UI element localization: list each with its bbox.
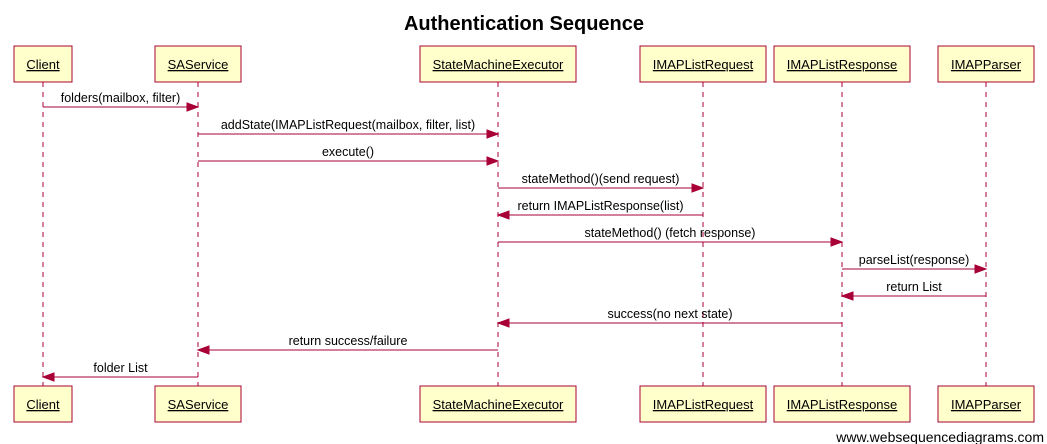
arrowhead-icon [840, 291, 854, 301]
message-11: folder List [41, 361, 198, 382]
message-2: addState(IMAPListRequest(mailbox, filter… [198, 118, 500, 139]
message-label: folders(mailbox, filter) [61, 91, 180, 105]
message-10: return success/failure [196, 334, 498, 355]
participant-label: IMAPListRequest [653, 57, 754, 72]
participant-parser-top: IMAPParser [937, 45, 1035, 83]
participant-resp-top: IMAPListResponse [773, 45, 911, 83]
arrowhead-icon [496, 318, 510, 328]
participant-client-top: Client [13, 45, 73, 83]
message-label: execute() [322, 145, 374, 159]
message-6: stateMethod() (fetch response) [498, 226, 844, 247]
watermark: www.websequencediagrams.com [835, 429, 1044, 444]
participant-box [154, 385, 242, 423]
messages: folders(mailbox, filter) addState(IMAPLis… [41, 91, 988, 382]
participant-box [773, 45, 911, 83]
participant-label: IMAPListResponse [787, 397, 898, 412]
participant-box [13, 385, 73, 423]
participant-box [639, 45, 767, 83]
lifelines [42, 82, 987, 386]
participant-box [773, 385, 911, 423]
message-label: stateMethod() (fetch response) [585, 226, 756, 240]
participant-label: IMAPListRequest [653, 397, 754, 412]
participant-box [639, 385, 767, 423]
message-9: success(no next state) [496, 307, 842, 328]
message-4: stateMethod()(send request) [498, 172, 705, 193]
participant-resp-bottom: IMAPListResponse [773, 385, 911, 423]
participant-box [419, 385, 577, 423]
participant-box [937, 385, 1035, 423]
arrowhead-icon [691, 183, 705, 193]
participant-label: StateMachineExecutor [433, 57, 564, 72]
participant-parser-bottom: IMAPParser [937, 385, 1035, 423]
participant-label: SAService [168, 57, 229, 72]
diagram-title: Authentication Sequence [404, 13, 644, 35]
message-label: stateMethod()(send request) [522, 172, 680, 186]
participant-req-bottom: IMAPListRequest [639, 385, 767, 423]
message-7: parseList(response) [842, 253, 988, 274]
participant-label: IMAPParser [951, 57, 1022, 72]
message-3: execute() [198, 145, 500, 166]
participant-box [419, 45, 577, 83]
participant-label: IMAPParser [951, 397, 1022, 412]
arrowhead-icon [486, 129, 500, 139]
message-8: return List [840, 280, 986, 301]
arrowhead-icon [974, 264, 988, 274]
participant-box [154, 45, 242, 83]
message-5: return IMAPListResponse(list) [496, 199, 703, 220]
participant-label: IMAPListResponse [787, 57, 898, 72]
message-label: addState(IMAPListRequest(mailbox, filter… [221, 118, 475, 132]
participant-label: StateMachineExecutor [433, 397, 564, 412]
participant-box [13, 45, 73, 83]
participant-saservice-top: SAService [154, 45, 242, 83]
participant-label: Client [26, 57, 60, 72]
participant-label: Client [26, 397, 60, 412]
message-label: folder List [93, 361, 148, 375]
participant-saservice-bottom: SAService [154, 385, 242, 423]
arrowhead-icon [830, 237, 844, 247]
message-label: return List [886, 280, 942, 294]
message-label: parseList(response) [859, 253, 969, 267]
arrowhead-icon [41, 372, 55, 382]
message-label: return success/failure [289, 334, 408, 348]
participant-sme-top: StateMachineExecutor [419, 45, 577, 83]
participant-client-bottom: Client [13, 385, 73, 423]
arrowhead-icon [496, 210, 510, 220]
arrowhead-icon [196, 345, 210, 355]
participant-req-top: IMAPListRequest [639, 45, 767, 83]
arrowhead-icon [186, 102, 200, 112]
participant-box [937, 45, 1035, 83]
message-label: success(no next state) [607, 307, 732, 321]
participant-sme-bottom: StateMachineExecutor [419, 385, 577, 423]
participants-bottom: Client SAService StateMachineExecutor IMAPL… [13, 385, 1035, 423]
message-label: return IMAPListResponse(list) [517, 199, 683, 213]
participants-top: Client SAService StateMachineExecutor IMAPL… [13, 45, 1035, 83]
participant-label: SAService [168, 397, 229, 412]
message-1: folders(mailbox, filter) [43, 91, 200, 112]
arrowhead-icon [486, 156, 500, 166]
